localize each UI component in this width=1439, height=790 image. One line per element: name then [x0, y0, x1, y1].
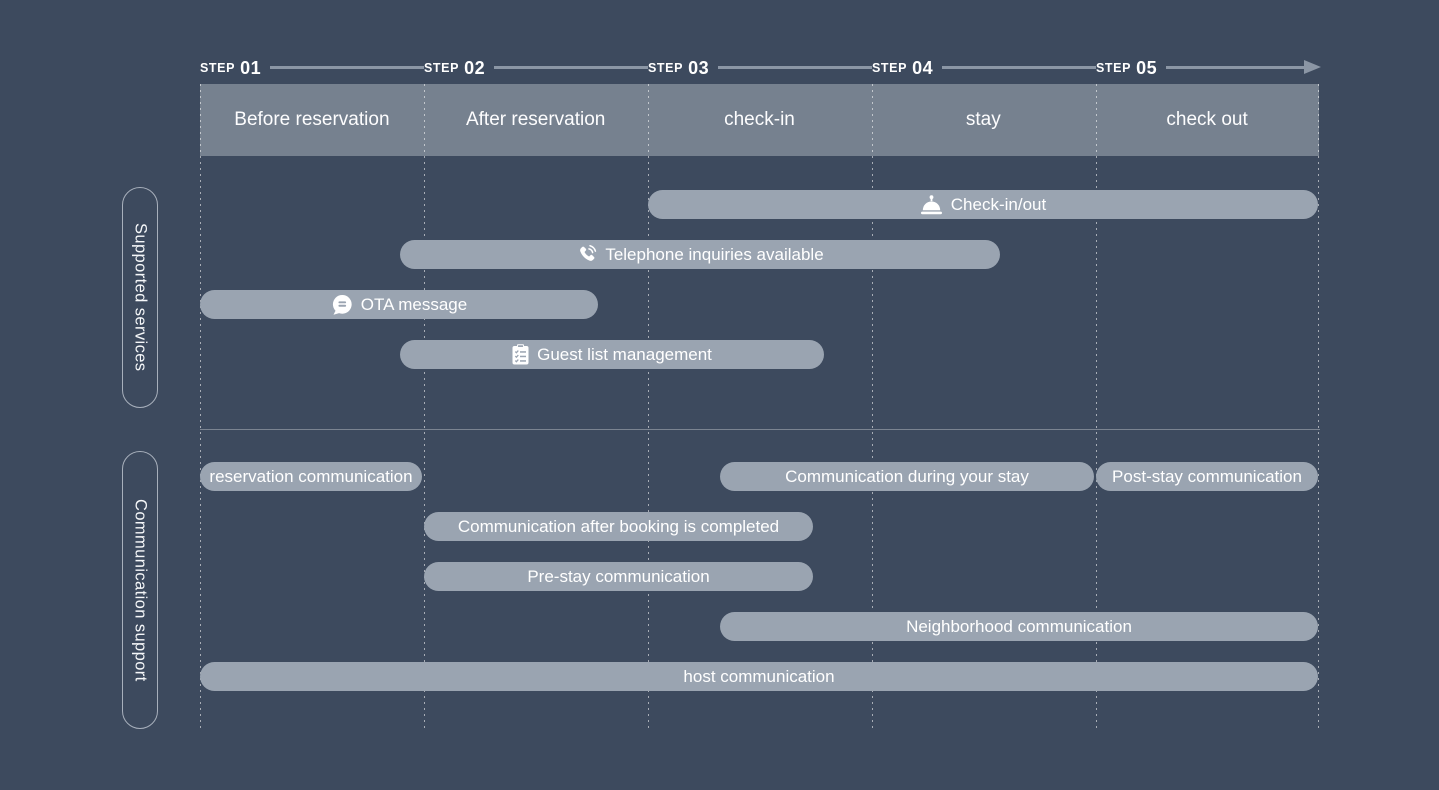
bar-communication-during-stay: Communication during your stay: [720, 462, 1094, 491]
step-word: STEP: [424, 61, 460, 75]
bar-label: Check-in/out: [950, 194, 1047, 214]
bell-icon: [920, 194, 943, 215]
section-divider: [200, 429, 1320, 430]
bar-reservation-communication: reservation communication: [200, 462, 422, 491]
section-label-text: Communication support: [131, 498, 150, 682]
step-number: 01: [240, 57, 262, 78]
bar-neighborhood-communication: Neighborhood communication: [720, 612, 1318, 641]
phase-before-reservation: Before reservation: [234, 109, 390, 130]
phase-header: Before reservation After reservation che…: [200, 84, 1319, 156]
step-number: 04: [912, 57, 934, 78]
bar-label: Neighborhood communication: [906, 616, 1132, 636]
grid-line-2: [424, 84, 425, 730]
bar-label: host communication: [683, 666, 835, 686]
bar-communication-after-booking: Communication after booking is completed: [424, 512, 813, 541]
step-label-05: STEP 05: [1096, 56, 1167, 80]
step-label-02: STEP 02: [424, 56, 495, 80]
step-number: 05: [1136, 57, 1158, 78]
phase-check-in: check-in: [724, 109, 795, 130]
section-label-text: Supported services: [131, 223, 150, 372]
phase-stay: stay: [965, 109, 1001, 130]
phone-icon: [576, 244, 597, 265]
grid-line-5: [1096, 84, 1097, 730]
grid-line-4: [872, 84, 873, 730]
chat-icon: [331, 294, 353, 316]
clipboard-icon: [512, 344, 529, 365]
grid-line-3: [648, 84, 649, 730]
bar-label: Communication after booking is completed: [457, 516, 780, 536]
timeline-line: [200, 66, 1306, 69]
step-number: 03: [688, 57, 710, 78]
bar-post-stay-communication: Post-stay communication: [1096, 462, 1318, 491]
bar-host-communication: host communication: [200, 662, 1318, 691]
phase-after-reservation: After reservation: [465, 109, 606, 130]
bar-telephone-inquiries: Telephone inquiries available: [400, 240, 1000, 269]
step-label-01: STEP 01: [200, 56, 271, 80]
bar-ota-message: OTA message: [200, 290, 598, 319]
section-label-communication-support: Communication support: [122, 451, 158, 729]
step-label-04: STEP 04: [872, 56, 943, 80]
bar-label: Post-stay communication: [1112, 466, 1302, 486]
bar-label: reservation communication: [209, 466, 413, 486]
bar-label: Guest list management: [537, 344, 712, 364]
bar-label: Telephone inquiries available: [605, 244, 824, 264]
timeline-arrow-icon: [1304, 60, 1321, 74]
bar-pre-stay-communication: Pre-stay communication: [424, 562, 813, 591]
bar-label: OTA message: [360, 294, 468, 314]
section-label-supported-services: Supported services: [122, 187, 158, 408]
step-word: STEP: [200, 61, 236, 75]
grid-line-6: [1318, 84, 1319, 730]
step-word: STEP: [872, 61, 908, 75]
step-word: STEP: [648, 61, 684, 75]
bar-label: Pre-stay communication: [527, 566, 710, 586]
bar-label: Communication during your stay: [785, 466, 1029, 486]
step-label-03: STEP 03: [648, 56, 719, 80]
bar-check-in-out: Check-in/out: [648, 190, 1318, 219]
phase-check-out: check out: [1166, 109, 1248, 130]
step-word: STEP: [1096, 61, 1132, 75]
step-number: 02: [464, 57, 486, 78]
bar-guest-list-management: Guest list management: [400, 340, 824, 369]
grid-line-1: [200, 84, 201, 730]
